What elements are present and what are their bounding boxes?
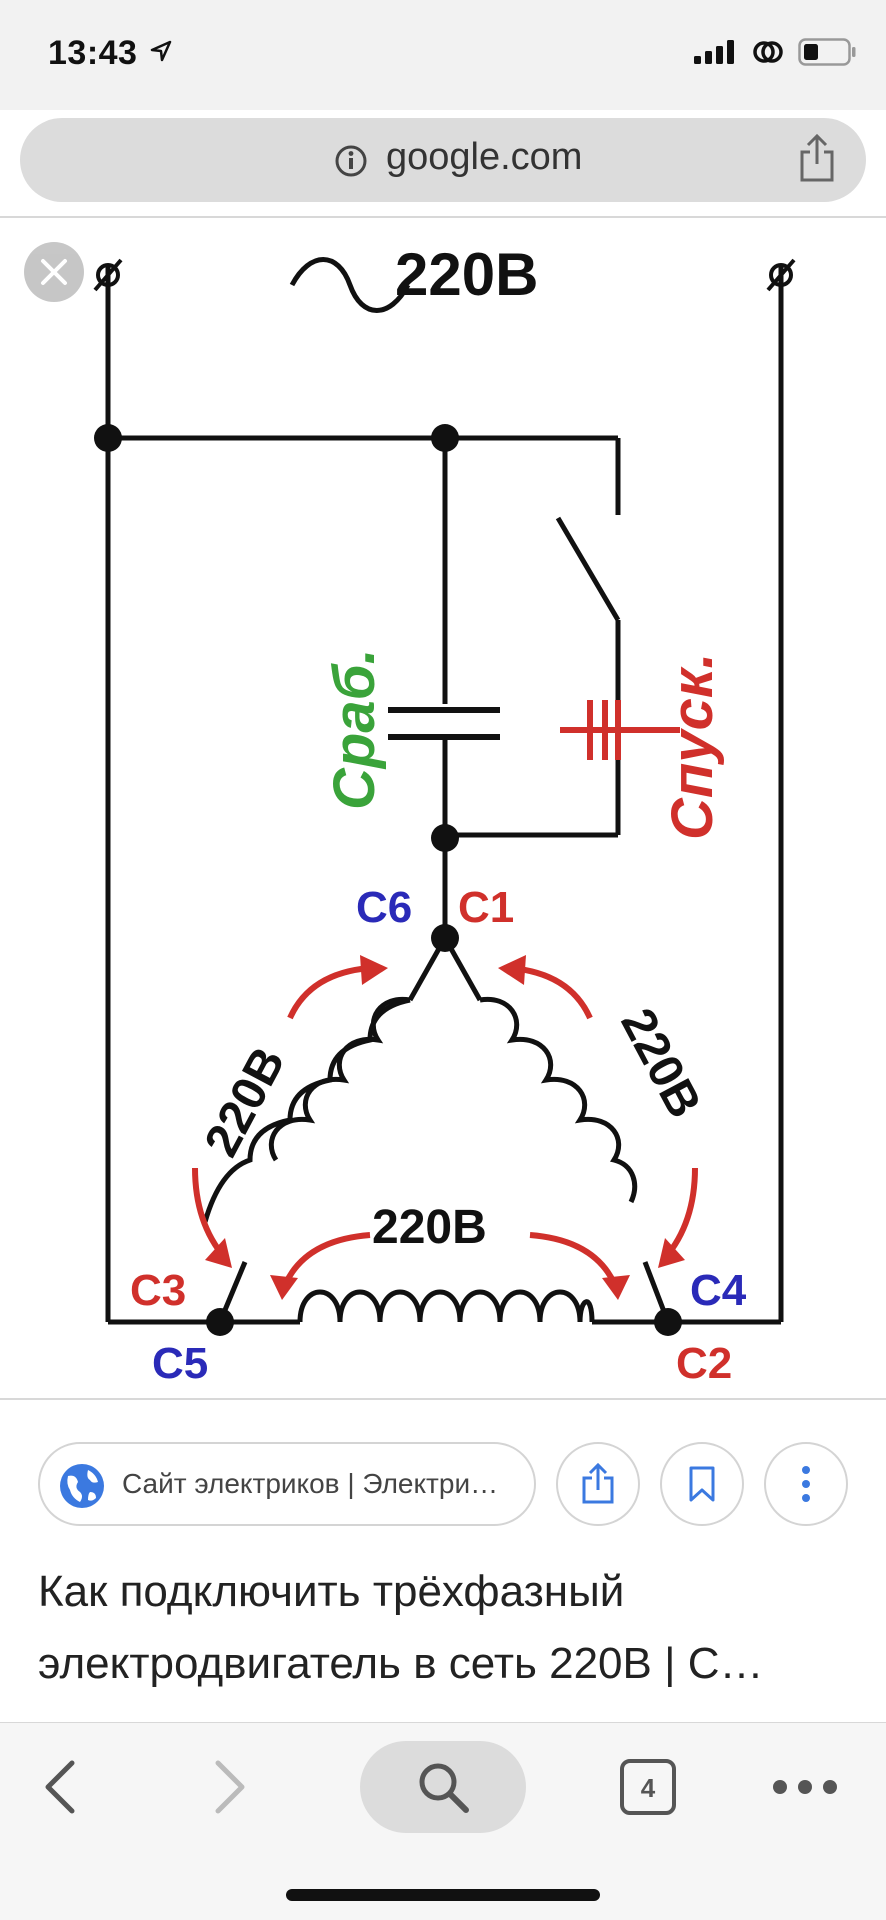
close-icon bbox=[41, 259, 67, 285]
battery-icon bbox=[798, 38, 856, 66]
share-icon[interactable] bbox=[798, 134, 836, 184]
terminal-c5: С5 bbox=[152, 1339, 208, 1388]
divider bbox=[0, 1398, 886, 1400]
source-name: Сайт электриков | Электри… bbox=[122, 1468, 499, 1499]
terminal-c2: С2 bbox=[676, 1339, 732, 1388]
share-icon bbox=[582, 1463, 614, 1504]
search-icon bbox=[419, 1763, 469, 1813]
terminal-c6: С6 bbox=[356, 883, 412, 932]
tabs-button[interactable]: 4 bbox=[620, 1759, 676, 1815]
terminal-c1: С1 bbox=[458, 883, 514, 932]
supply-voltage-label: 220В bbox=[395, 241, 538, 308]
result-title-line: электродвигатель в сеть 220В | С… bbox=[38, 1639, 764, 1688]
search-button[interactable] bbox=[360, 1741, 526, 1833]
more-icon[interactable] bbox=[772, 1779, 838, 1795]
winding-voltage-right: 220В bbox=[610, 1000, 711, 1126]
wifi-icon bbox=[753, 41, 783, 63]
winding-voltage-bottom: 220В bbox=[372, 1201, 487, 1254]
close-image-button[interactable] bbox=[24, 242, 84, 302]
status-bar: 13:43 bbox=[0, 0, 886, 110]
result-title[interactable]: Как подключить трёхфазный электродвигате… bbox=[38, 1556, 858, 1700]
run-capacitor-label: Сраб. bbox=[322, 648, 387, 810]
globe-icon bbox=[60, 1464, 104, 1508]
share-button[interactable] bbox=[556, 1442, 640, 1526]
terminal-c3: С3 bbox=[130, 1266, 186, 1315]
tab-count: 4 bbox=[640, 1773, 656, 1803]
location-arrow-icon bbox=[150, 40, 172, 62]
status-time: 13:43 bbox=[48, 34, 138, 72]
address-bar[interactable]: google.com bbox=[20, 118, 866, 202]
bookmark-icon bbox=[689, 1466, 715, 1502]
signal-icon bbox=[694, 40, 734, 64]
start-capacitor-label: Спуск. bbox=[660, 653, 725, 840]
result-title-line: Как подключить трёхфазный bbox=[38, 1567, 625, 1616]
winding-voltage-left: 220В bbox=[195, 1039, 296, 1165]
home-indicator bbox=[286, 1889, 600, 1901]
result-image[interactable]: 220В Сраб. Спуск. С6 С1 С3 С5 С4 С2 220В… bbox=[0, 218, 886, 1398]
wiring-diagram: 220В Сраб. Спуск. С6 С1 С3 С5 С4 С2 220В… bbox=[93, 241, 796, 1388]
divider bbox=[0, 216, 886, 218]
info-icon[interactable] bbox=[334, 144, 368, 178]
back-icon[interactable] bbox=[40, 1757, 80, 1817]
forward-icon[interactable] bbox=[210, 1757, 250, 1817]
save-button[interactable] bbox=[660, 1442, 744, 1526]
terminal-c4: С4 bbox=[690, 1266, 747, 1315]
more-options-button[interactable] bbox=[764, 1442, 848, 1526]
more-vertical-icon bbox=[802, 1466, 810, 1502]
url-text[interactable]: google.com bbox=[386, 136, 583, 178]
source-link[interactable]: Сайт электриков | Электри… bbox=[38, 1442, 536, 1526]
browser-toolbar: 4 bbox=[0, 1722, 886, 1920]
